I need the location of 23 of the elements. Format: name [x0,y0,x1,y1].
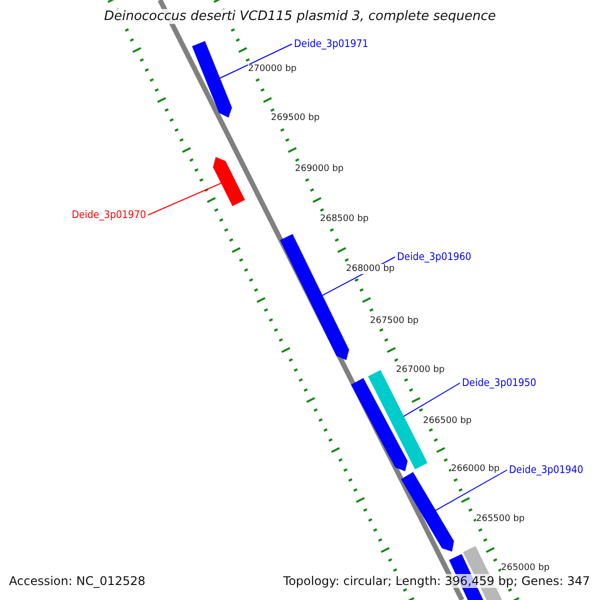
footer-text: Topology: circular; Length: 396,459 bp; Genes: 347 [283,574,590,588]
tick-label: 268000 bp [346,264,395,274]
gene-label: Deide_3p01960 [397,251,472,263]
gene-label: Deide_3p01970 [72,209,146,221]
tick-label: 268500 bp [320,214,369,224]
tick-label: 265500 bp [476,514,525,524]
gene-label: Deide_3p01950 [462,377,536,389]
leader-line [403,382,460,417]
tick-label: 270000 bp [248,64,297,74]
gene-label: Deide_3p01940 [509,464,584,476]
tick-label: 267500 bp [370,316,419,326]
leader-line [148,182,222,216]
tick-label: 269500 bp [271,113,320,123]
tick-label: 267000 bp [396,365,445,375]
footer-text: Accession: NC_012528 [9,574,146,588]
tick-label: 265000 bp [501,563,550,573]
tick-label: 269000 bp [295,164,344,174]
tick-label: 266500 bp [423,416,472,426]
gene-label: Deide_3p01971 [294,38,368,50]
leader-line [435,470,508,511]
title: Deinococcus deserti VCD115 plasmid 3, complete sequence [104,9,496,24]
leader-line [218,44,292,79]
tick-label: 266000 bp [451,464,500,474]
